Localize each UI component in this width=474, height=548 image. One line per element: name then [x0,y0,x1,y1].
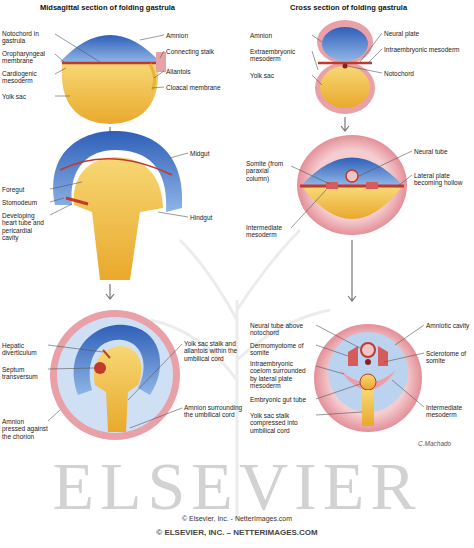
part-label: Intermediate mesoderm [426,404,470,419]
part-label: Allantois [166,68,226,75]
part-label: Amnion pressed against the chorion [2,418,48,440]
part-label: Amnion [166,32,226,39]
part-label: Midgut [190,150,240,157]
part-label: Yolk sac [250,72,310,79]
part-label: Yolk sac stalk and allantois within the … [184,340,246,362]
part-label: Intraembryonic mesoderm [384,46,464,53]
part-label: Stomodeum [2,199,50,206]
part-label: Neural plate [384,30,464,37]
part-label: Connecting stalk [166,48,226,55]
part-label: Somite (from paraxial column) [246,160,290,182]
part-label: Cardiogenic mesoderm [2,70,54,85]
part-label: Yolk sac [2,93,54,100]
part-label: Developing heart tube and pericardial ca… [2,212,50,242]
part-label: Amnion [250,32,310,39]
copyright-note: © Elsevier, Inc. - NetterImages.com [0,515,474,523]
part-label: Cloacal membrane [166,84,226,91]
part-label: Hindgut [190,214,240,221]
part-label: Yolk sac stalk compressed into umbilical… [250,412,314,434]
watermark: ELSEVIER [0,452,474,520]
section-heading: Cross section of folding gastrula [290,4,468,13]
part-label: Extraembryonic mesoderm [250,48,310,63]
part-label: Foregut [2,186,50,193]
part-label: Neural tube above notochord [250,322,314,337]
copyright-note: © ELSEVIER, INC. – NETTERIMAGES.COM [0,528,474,537]
part-label: Intraembryonic coelom surrounded by late… [250,360,314,390]
section-heading: Midsagittal section of folding gastrula [40,4,230,13]
part-label: Hepatic diverticulum [2,342,48,357]
part-label: Lateral plate becoming hollow [414,172,470,187]
part-label: Notochord [384,70,464,77]
artist-signature: C.Machado [418,440,470,447]
part-label: Septum transversum [2,366,48,381]
part-label: Dermomyotome of somite [250,342,314,357]
part-label: Oropharyngeal membrane [2,50,54,65]
part-label: Sclerotome of somite [426,350,470,365]
part-label: Amnion surrounding the umbilical cord [184,404,246,419]
part-label: Neural tube [414,148,470,155]
part-label: Notochord in gastrula [2,30,54,45]
part-label: Amniotic cavity [426,322,470,329]
part-label: Embryonic gut tube [250,396,314,403]
part-label: Intermediate mesoderm [246,224,290,239]
